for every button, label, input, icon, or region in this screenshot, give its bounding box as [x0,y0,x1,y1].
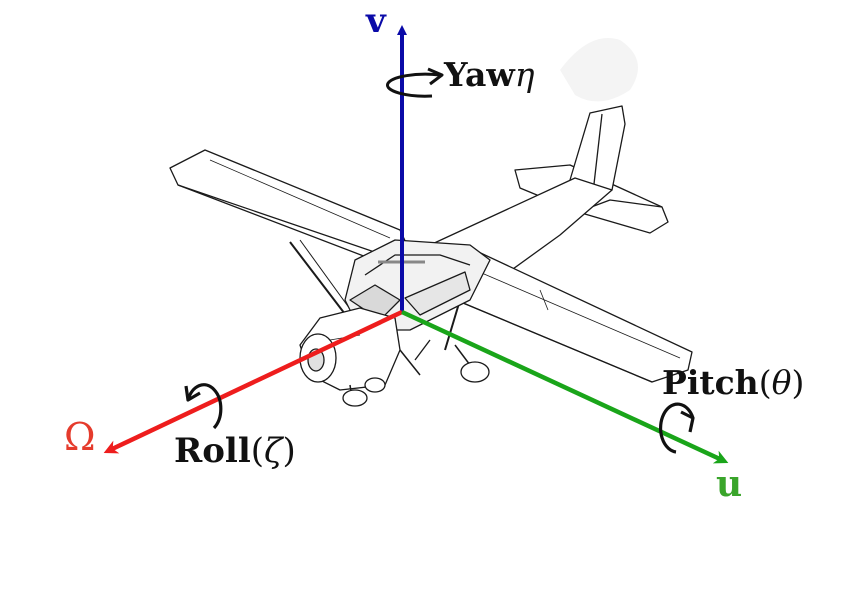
omega-symbol: Ω [64,415,96,459]
smudge [560,38,638,102]
right-main-wheel [460,361,490,383]
yaw-trail: η [514,55,535,94]
nose-wheel [342,389,368,407]
pitch-paren-open: ( [758,363,772,402]
yaw-name: Yaw [444,55,515,94]
pitch-paren-close: ) [791,363,805,402]
roll-label: Roll(ζ) [174,434,296,468]
left-main-wheel [364,377,386,393]
pitch-name: Pitch [662,363,759,402]
roll-symbol: ζ [264,431,283,471]
v-axis-label: v [366,4,386,38]
roll-axis [103,309,403,454]
u-axis-label: u [716,466,742,502]
u-symbol: u [716,463,743,505]
roll-paren-open: ( [250,431,265,471]
yaw-rotation-arrow [385,72,441,98]
airplane-illustration [169,105,693,407]
pitch-axis [401,309,729,464]
roll-rotation-arrow [186,383,223,430]
roll-name: Roll [174,431,251,471]
pitch-label: Pitch(θ) [662,366,804,399]
pitch-rotation-arrow [658,402,695,454]
yaw-label: Yawη [444,58,535,91]
roll-paren-close: ) [282,431,296,471]
v-symbol: v [366,1,386,41]
omega-axis-label: Ω [64,418,96,456]
pitch-symbol: θ [771,363,792,402]
